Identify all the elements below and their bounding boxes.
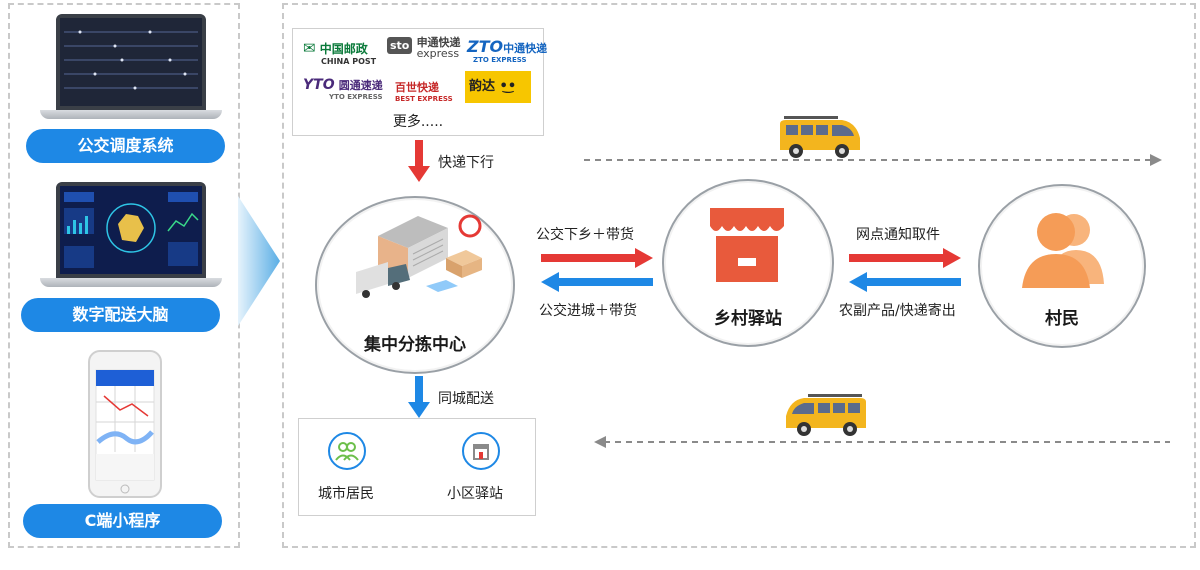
village-station-label: 乡村驿站 (714, 309, 782, 329)
shop-icon (710, 208, 784, 282)
villagers-icon (1022, 213, 1104, 288)
warehouse-icon (356, 214, 482, 298)
residents-icon (328, 432, 366, 470)
phone-map-app-icon (88, 350, 162, 498)
dashed-arrow-left-icon (594, 436, 1170, 448)
bus-icon (780, 116, 860, 158)
same-city-delivery-label: 同城配送 (438, 391, 494, 407)
yunda-logo: 韵达 •͜• (465, 71, 531, 103)
dashed-arrow-right-icon (584, 154, 1162, 166)
yto-express-logo: YTO 圆通速递 YTO EXPRESS (303, 77, 383, 101)
chevron-right-icon (238, 196, 280, 326)
community-station-icon (462, 432, 500, 470)
bus-dispatch-system-label: 公交调度系统 (26, 129, 225, 163)
bus-to-countryside-label: 公交下乡＋带货 (536, 227, 634, 243)
city-residents-label: 城市居民 (318, 486, 374, 502)
arrow-right-icon (541, 248, 653, 268)
china-post-logo: ✉ 中国邮政 CHINA POST (303, 39, 377, 66)
sto-express-logo: sto 申通快递 express (387, 37, 461, 59)
down-arrow-icon (408, 140, 430, 182)
arrow-left-icon (849, 272, 961, 292)
zto-express-logo: ZTO中通快递 ZTO EXPRESS (467, 37, 548, 64)
down-arrow-icon (408, 376, 430, 418)
express-downlink-label: 快递下行 (438, 155, 494, 171)
bus-icon (786, 394, 866, 436)
community-station-label: 小区驿站 (447, 486, 503, 502)
farm-products-send-label: 农副产品/快递寄出 (839, 303, 956, 319)
arrow-right-icon (849, 248, 961, 268)
villagers-label: 村民 (1045, 309, 1079, 329)
c-end-mini-program-label: C端小程序 (23, 504, 222, 538)
digital-delivery-brain-label: 数字配送大脑 (21, 298, 220, 332)
sorting-hub-label: 集中分拣中心 (364, 335, 466, 355)
arrow-left-icon (541, 272, 653, 292)
courier-logos-box: ✉ 中国邮政 CHINA POST sto 申通快递 express ZTO中通… (292, 28, 548, 136)
pickup-notify-label: 网点通知取件 (856, 227, 940, 243)
bus-to-city-label: 公交进城＋带货 (539, 303, 637, 319)
more-couriers: 更多..... (392, 114, 444, 130)
best-express-logo: 百世快递 BEST EXPRESS (395, 81, 453, 103)
logistics-panel (282, 3, 1196, 548)
